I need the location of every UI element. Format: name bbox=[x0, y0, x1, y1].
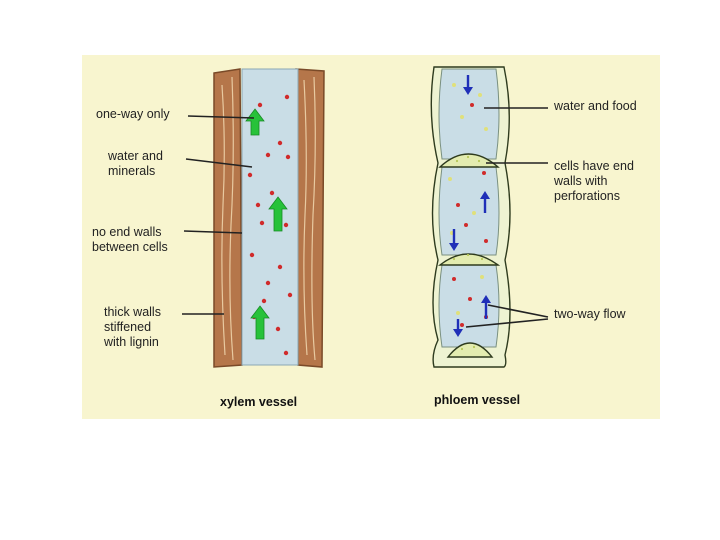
label-cells-have-end-walls: cells have end walls with perforations bbox=[554, 159, 634, 204]
label-water-and-food: water and food bbox=[554, 99, 637, 114]
label-one-way-only: one-way only bbox=[96, 107, 170, 122]
phloem-vessel bbox=[431, 67, 548, 367]
phloem-cell-2 bbox=[439, 167, 499, 255]
label-no-end-walls: no end walls between cells bbox=[92, 225, 168, 255]
xylem-right-wall bbox=[296, 69, 324, 367]
diagram-panel: one-way only water and minerals no end w… bbox=[82, 55, 660, 419]
label-thick-walls: thick walls stiffened with lignin bbox=[104, 305, 161, 350]
caption-phloem-vessel: phloem vessel bbox=[434, 393, 520, 408]
xylem-left-wall bbox=[214, 69, 242, 367]
xylem-vessel bbox=[182, 69, 324, 367]
label-water-and-minerals: water and minerals bbox=[108, 149, 163, 179]
label-two-way-flow: two-way flow bbox=[554, 307, 626, 322]
caption-xylem-vessel: xylem vessel bbox=[220, 395, 297, 410]
xylem-lumen bbox=[242, 69, 298, 365]
